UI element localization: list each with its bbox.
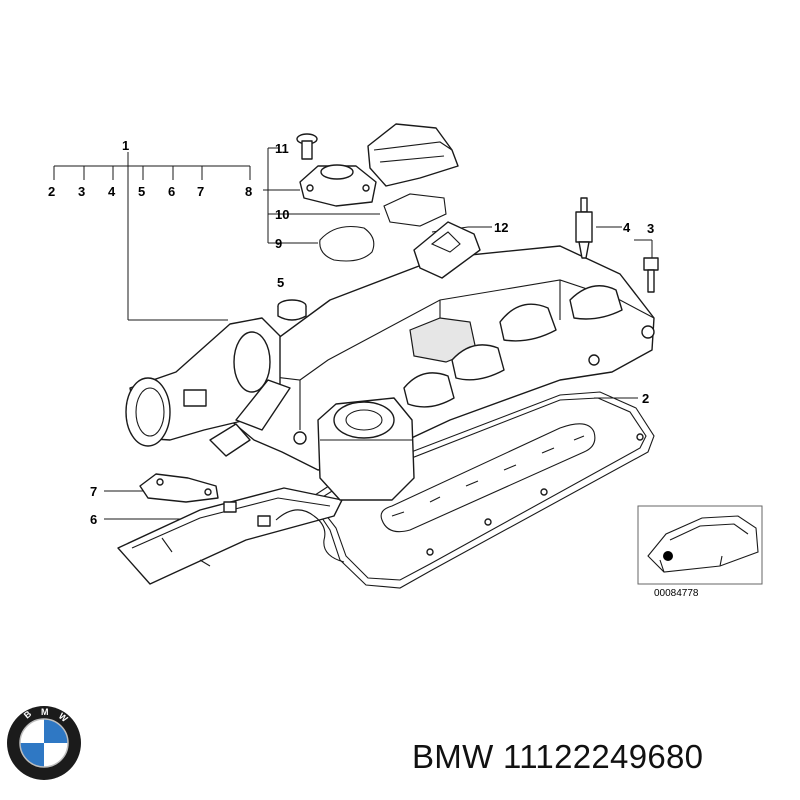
callout-6: 6 xyxy=(168,184,175,199)
bolt-11 xyxy=(296,133,318,160)
callout-3: 3 xyxy=(78,184,85,199)
gasket-10 xyxy=(383,193,447,227)
sensor-4 xyxy=(575,197,593,259)
oil-separator xyxy=(317,397,415,501)
regulator-valve-8 xyxy=(299,164,377,207)
svg-text:M: M xyxy=(41,707,49,717)
gasket-9 xyxy=(319,225,375,262)
callout-8: 8 xyxy=(245,184,252,199)
callout-5-plug: 5 xyxy=(277,275,284,290)
bmw-logo: B M W xyxy=(7,706,81,780)
cover-plate xyxy=(139,473,219,503)
callout-4-sensor: 4 xyxy=(623,220,631,235)
cover-gasket xyxy=(311,391,655,589)
callout-11: 11 xyxy=(275,141,289,156)
callout-5: 5 xyxy=(138,184,145,199)
callout-6-shield: 6 xyxy=(90,512,97,527)
heat-shield xyxy=(117,487,343,585)
callout-12: 12 xyxy=(494,220,508,235)
part-number-caption: BMW 11122249680 xyxy=(412,738,704,775)
svg-text:B: B xyxy=(22,708,34,720)
callout-9: 9 xyxy=(275,236,282,251)
plug-5 xyxy=(277,299,307,321)
cylinder-head-cover xyxy=(229,245,655,496)
callout-10: 10 xyxy=(275,207,289,222)
vacuum-line xyxy=(275,509,345,563)
callout-7: 7 xyxy=(197,184,204,199)
inset-reference-number: 00084778 xyxy=(654,588,699,599)
valve-cover-cap xyxy=(367,123,459,187)
cap-12 xyxy=(413,221,481,279)
bolt-3 xyxy=(643,257,659,293)
callout-1: 1 xyxy=(122,138,129,153)
intake-connector xyxy=(125,317,291,457)
callout-7-plate: 7 xyxy=(90,484,97,499)
inset-car-view: 00084778 xyxy=(637,505,763,599)
callout-labels: 1 2 3 4 5 6 7 8 11 10 9 12 4 3 5 2 7 6 xyxy=(48,138,654,527)
callout-2: 2 xyxy=(48,184,55,199)
plug-well-gasket xyxy=(380,423,596,533)
callout-4: 4 xyxy=(108,184,116,199)
callout-2-gasket: 2 xyxy=(642,391,649,406)
callout-3-bolt: 3 xyxy=(647,221,654,236)
